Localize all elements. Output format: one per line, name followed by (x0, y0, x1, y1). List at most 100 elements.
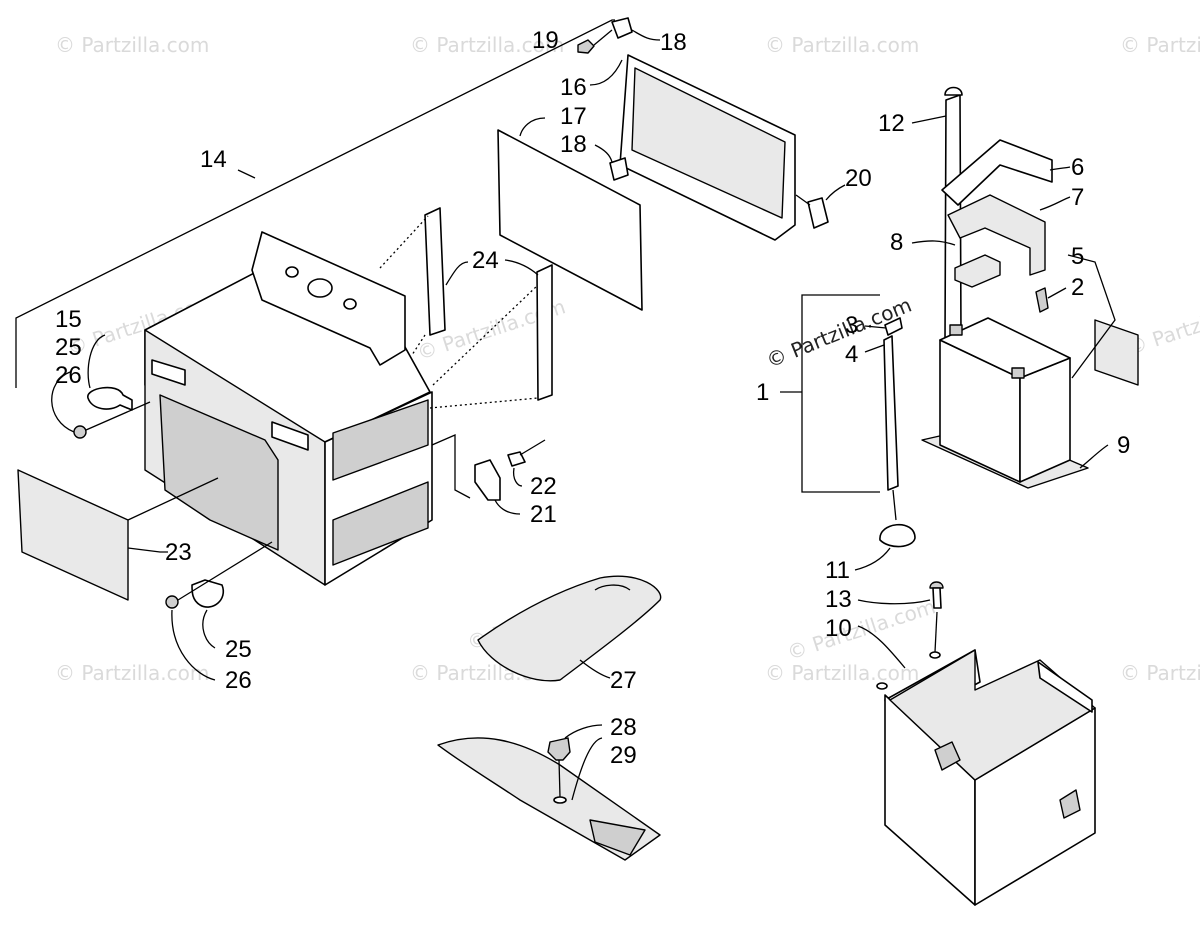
leader-line (127, 547, 168, 553)
callout-10: 10 (825, 615, 852, 642)
callout-26: 26 (55, 362, 82, 389)
leader-line (431, 434, 471, 499)
side-panel-upper (332, 399, 429, 481)
leader-line (519, 117, 546, 137)
leader-line (202, 609, 216, 649)
leader-line (911, 240, 956, 246)
leader-line (1049, 166, 1071, 171)
hinge-18-top (611, 17, 633, 39)
gauge-hole (307, 278, 333, 298)
callout-18: 18 (560, 131, 587, 158)
leader-line (51, 371, 75, 433)
box-opening (159, 394, 279, 551)
pin-wire (519, 439, 546, 456)
callout-17: 17 (560, 103, 587, 130)
battery-terminal (949, 324, 963, 336)
leader-line (934, 611, 938, 653)
battery-top (939, 317, 1071, 379)
switch-hole (285, 266, 299, 278)
callout-3: 3 (845, 312, 858, 339)
pad-detail (594, 584, 631, 591)
box-dash-panel (251, 231, 406, 366)
leader-line (571, 737, 603, 801)
nut-26-upper (73, 425, 87, 439)
watermark: © Partzilla.com (765, 661, 919, 685)
bolt-13 (932, 587, 942, 609)
callout-12: 12 (878, 110, 905, 137)
mount-tab (151, 359, 186, 386)
callout-20: 20 (845, 165, 872, 192)
nut-26-lower (165, 595, 179, 609)
leader-line (795, 194, 811, 206)
battery-side (1019, 357, 1071, 483)
leader-line (857, 625, 906, 669)
clip-11 (879, 523, 916, 548)
leader-line (1039, 196, 1071, 211)
leader-line (87, 334, 106, 389)
hinge-24-a (424, 207, 446, 336)
callout-7: 7 (1071, 184, 1084, 211)
leader-line (631, 29, 661, 41)
callout-25: 25 (55, 334, 82, 361)
nut-19 (577, 39, 595, 54)
leader-line (445, 261, 469, 286)
callout-21: 21 (530, 501, 557, 528)
leader-line (177, 541, 273, 601)
side-panel-lower (332, 481, 429, 566)
leader-line (85, 401, 151, 431)
leader-line (1067, 254, 1116, 379)
callout-19: 19 (532, 27, 559, 54)
bolt-3 (884, 317, 903, 336)
callout-25: 25 (225, 636, 252, 663)
watermark: © Partzilla.com (1120, 33, 1200, 57)
dash-line (379, 215, 429, 269)
leader-line (504, 259, 539, 276)
leader-line (494, 499, 521, 515)
callout-5: 5 (1071, 243, 1084, 270)
label-5 (1094, 319, 1139, 386)
watermark: © Partzilla.com (55, 661, 209, 685)
callout-26: 26 (225, 667, 252, 694)
tray-slot (1037, 661, 1093, 713)
callout-16: 16 (560, 74, 587, 101)
callout-11: 11 (825, 557, 850, 584)
callout-23: 23 (165, 539, 192, 566)
leader-line (911, 115, 947, 124)
leader-line (171, 609, 216, 681)
hold-down-pad-7 (947, 194, 1046, 276)
callout-9: 9 (1117, 432, 1130, 459)
clamp-25-upper (87, 386, 133, 411)
vent-tube-4 (883, 335, 899, 491)
leader-line (864, 325, 887, 329)
callout-14: 14 (200, 146, 227, 173)
callout-13: 13 (825, 586, 852, 613)
watermark: © Partzilla.com (784, 594, 938, 665)
storage-box (144, 231, 433, 586)
leader-line (857, 599, 931, 605)
hinge-24-b (536, 264, 553, 401)
watermark: © Partzilla.com (1120, 661, 1200, 685)
clamp-25-lower (191, 579, 225, 608)
bolt-head-12 (944, 86, 963, 96)
strap-velcro (589, 819, 646, 856)
callout-labels: 1 2 3 4 5 6 7 8 9 10 11 12 13 14 15 16 1… (55, 27, 1130, 769)
dash-line (432, 284, 539, 386)
leader-line (127, 477, 219, 521)
watermark: © Partzilla.com (765, 33, 919, 57)
callout-4: 4 (845, 341, 858, 368)
hold-down-bracket-6 (941, 139, 1053, 206)
callout-15: 15 (55, 306, 82, 333)
leader-line (892, 489, 897, 521)
leader-line (593, 29, 613, 46)
bolt-13-head (929, 581, 944, 589)
latch-21 (474, 459, 501, 501)
callout-24: 24 (472, 247, 499, 274)
leader-line (1079, 444, 1109, 469)
latch-20 (807, 197, 829, 229)
callout-22: 22 (530, 473, 557, 500)
watermark: © Partzilla.com (55, 33, 209, 57)
hinge-18-mid (609, 157, 629, 181)
leader-line (864, 344, 885, 353)
leader-line (589, 59, 623, 86)
callout-29: 29 (610, 742, 637, 769)
